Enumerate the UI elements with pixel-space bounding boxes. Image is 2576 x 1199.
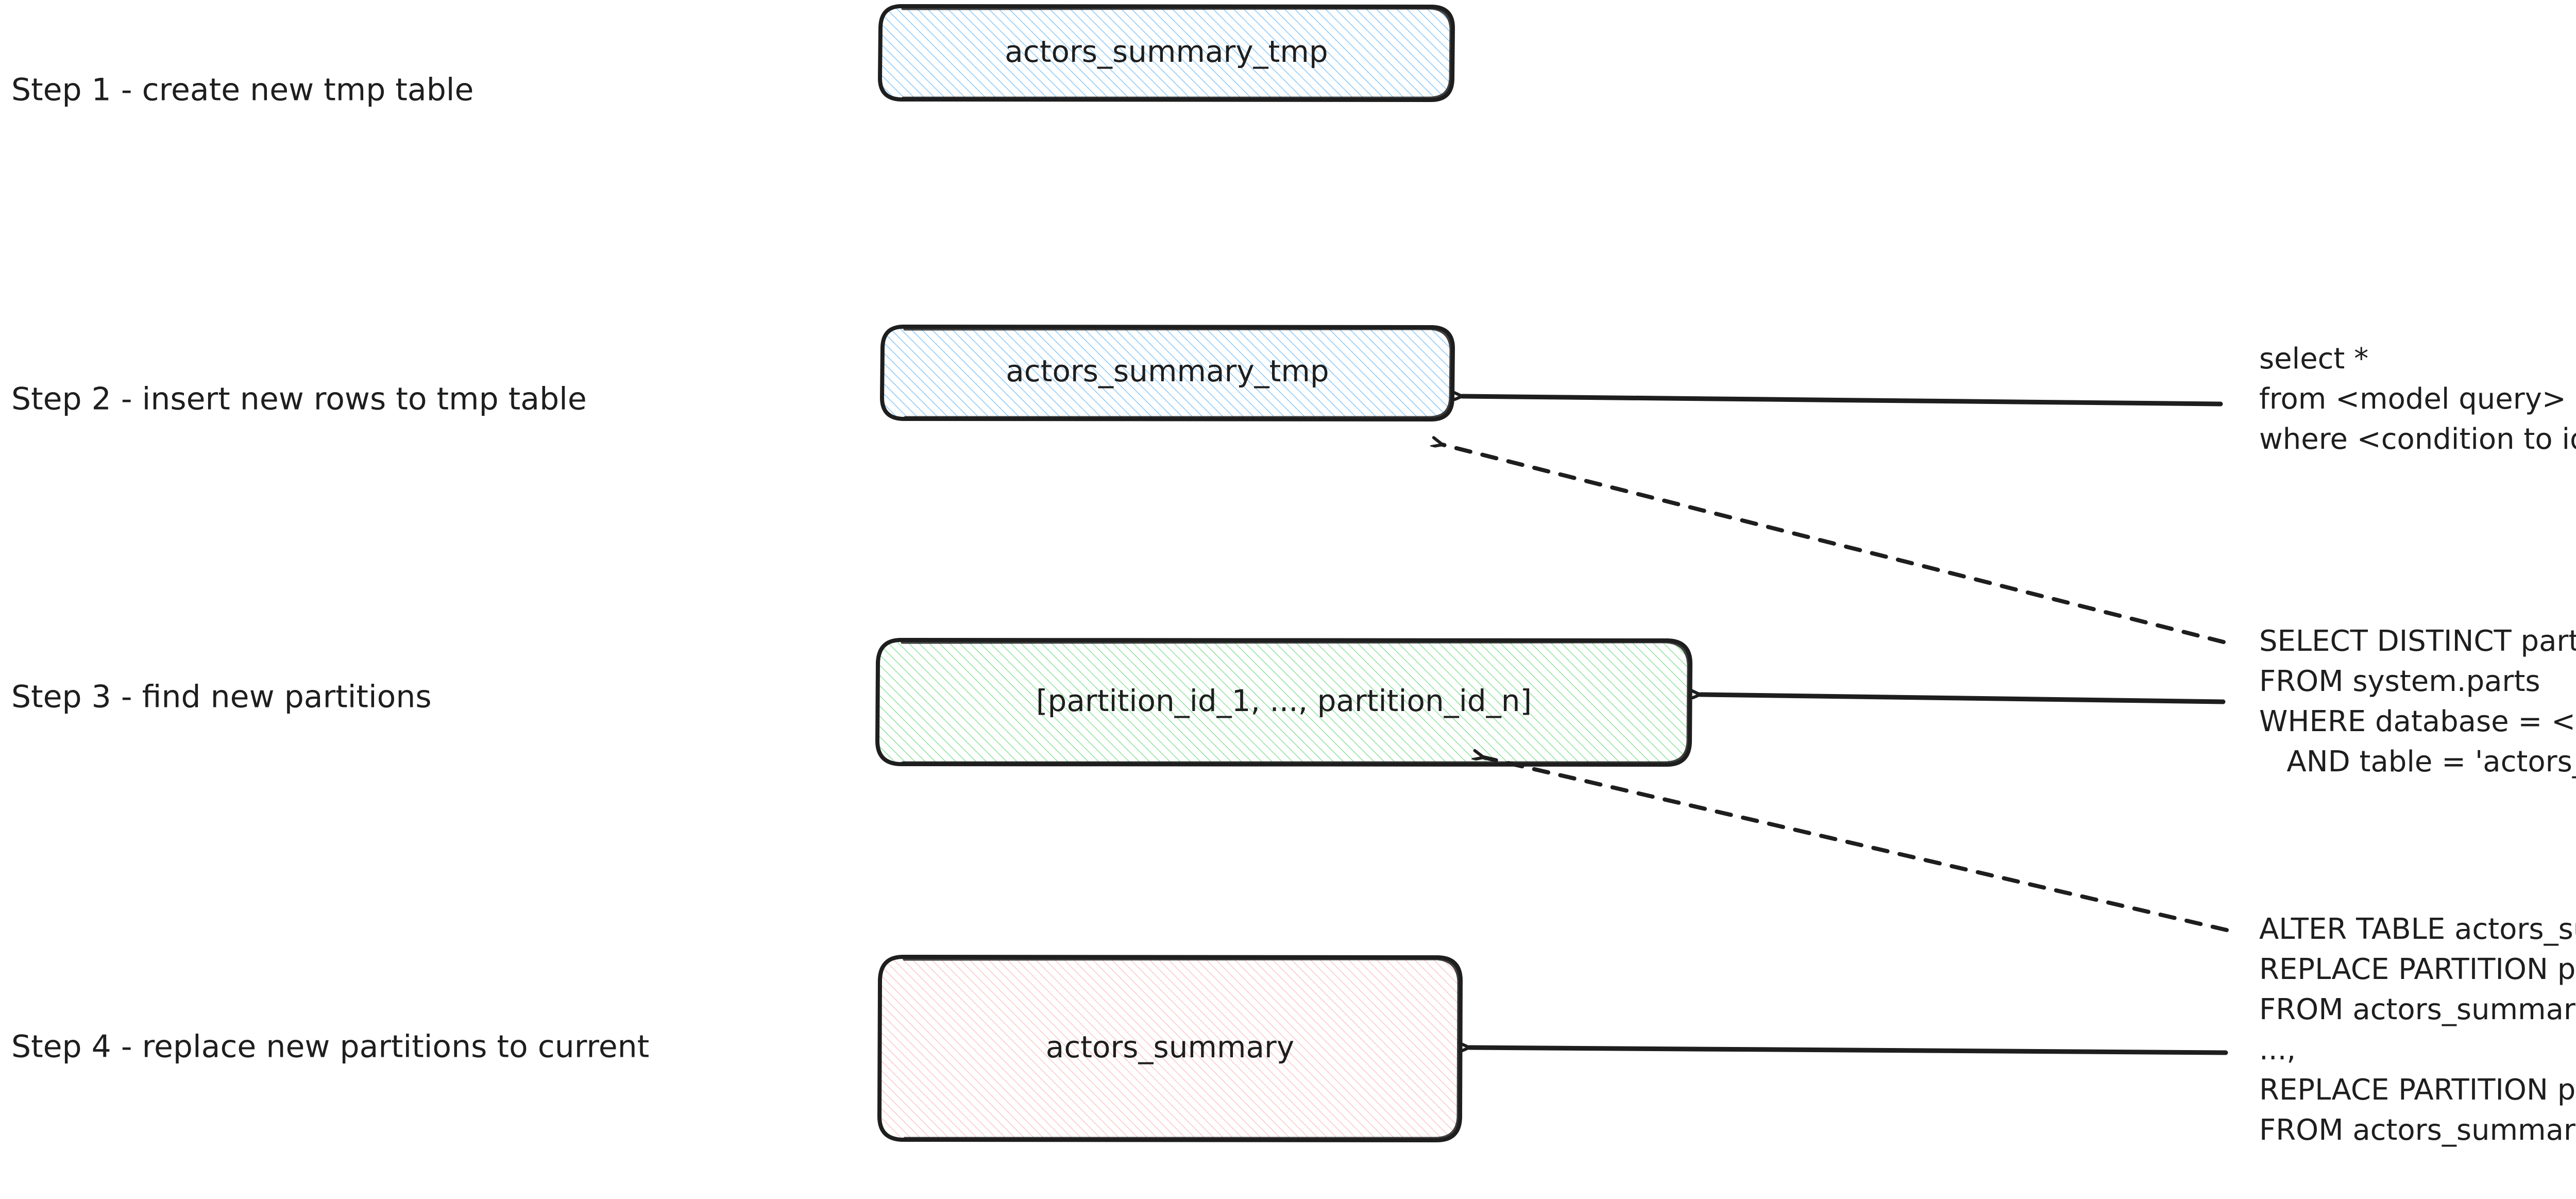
node-summary[interactable] bbox=[877, 955, 1463, 1142]
code-step-4: ALTER TABLE actors_summary REPLACE PARTI… bbox=[2259, 913, 2576, 1147]
code-step-2-line-2: from <model query> bbox=[2259, 382, 2566, 416]
code-step-4-line-3: FROM actors_summary_tmp, bbox=[2259, 993, 2576, 1026]
code-step-3-line-4: AND table = 'actors_summary_tmp' bbox=[2259, 745, 2576, 779]
node-partitions[interactable] bbox=[875, 638, 1692, 767]
code-step-4-line-4: ..., bbox=[2259, 1033, 2296, 1067]
node-partitions-label: [partition_id_1, ..., partition_id_n] bbox=[1036, 683, 1532, 718]
node-tmp-1-outline bbox=[878, 4, 1455, 102]
arrow-code4-to-summary bbox=[1469, 1048, 2228, 1055]
node-tmp-1-fill bbox=[880, 6, 1453, 100]
node-summary-fill bbox=[879, 957, 1461, 1140]
code-step-2-line-1: select * bbox=[2259, 342, 2368, 376]
node-tmp-2-outline bbox=[880, 325, 1455, 421]
step-label-1: Step 1 - create new tmp table bbox=[11, 72, 473, 108]
node-tmp-1[interactable] bbox=[878, 4, 1455, 102]
node-tmp-2-label: actors_summary_tmp bbox=[1006, 353, 1329, 389]
code-step-3: SELECT DISTINCT partition_id FROM system… bbox=[2259, 624, 2576, 779]
node-summary-label: actors_summary bbox=[1046, 1029, 1294, 1065]
code-step-2-line-3: where <condition to identify new> bbox=[2259, 423, 2576, 456]
node-tmp-2[interactable] bbox=[880, 325, 1455, 421]
node-tmp-1-outline-2 bbox=[901, 7, 1452, 99]
arrow-code3-to-partitions bbox=[1700, 695, 2226, 704]
node-partitions-outline bbox=[875, 638, 1692, 767]
code-step-4-line-6: FROM actors_summary_tmp, bbox=[2259, 1113, 2576, 1147]
node-tmp-1-label: actors_summary_tmp bbox=[1005, 34, 1328, 69]
code-step-3-line-3: WHERE database = <database> bbox=[2259, 705, 2576, 738]
arrow-code4-to-partitions bbox=[1484, 757, 2229, 932]
node-partitions-outline-2 bbox=[901, 640, 1690, 764]
arrow-code3-to-tmp2 bbox=[1443, 445, 2226, 644]
code-step-4-line-5: REPLACE PARTITION partition_id_n bbox=[2259, 1073, 2576, 1107]
step-label-4: Step 4 - replace new partitions to curre… bbox=[11, 1029, 649, 1065]
code-step-4-line-1: ALTER TABLE actors_summary bbox=[2259, 913, 2576, 946]
code-step-3-line-1: SELECT DISTINCT partition_id bbox=[2259, 624, 2576, 658]
node-tmp-2-fill bbox=[882, 327, 1453, 419]
node-tmp-2-outline-2 bbox=[903, 327, 1452, 419]
step-label-3: Step 3 - find new partitions bbox=[11, 679, 432, 715]
node-partitions-fill bbox=[877, 640, 1690, 765]
code-step-2: select * from <model query> where <condi… bbox=[2259, 342, 2576, 456]
code-step-4-line-2: REPLACE PARTITION partition_id_1 bbox=[2259, 953, 2576, 986]
code-step-3-line-2: FROM system.parts bbox=[2259, 665, 2540, 698]
step-label-2: Step 2 - insert new rows to tmp table bbox=[11, 381, 587, 417]
node-summary-outline bbox=[877, 955, 1463, 1142]
arrow-code2-to-tmp2 bbox=[1462, 396, 2223, 407]
